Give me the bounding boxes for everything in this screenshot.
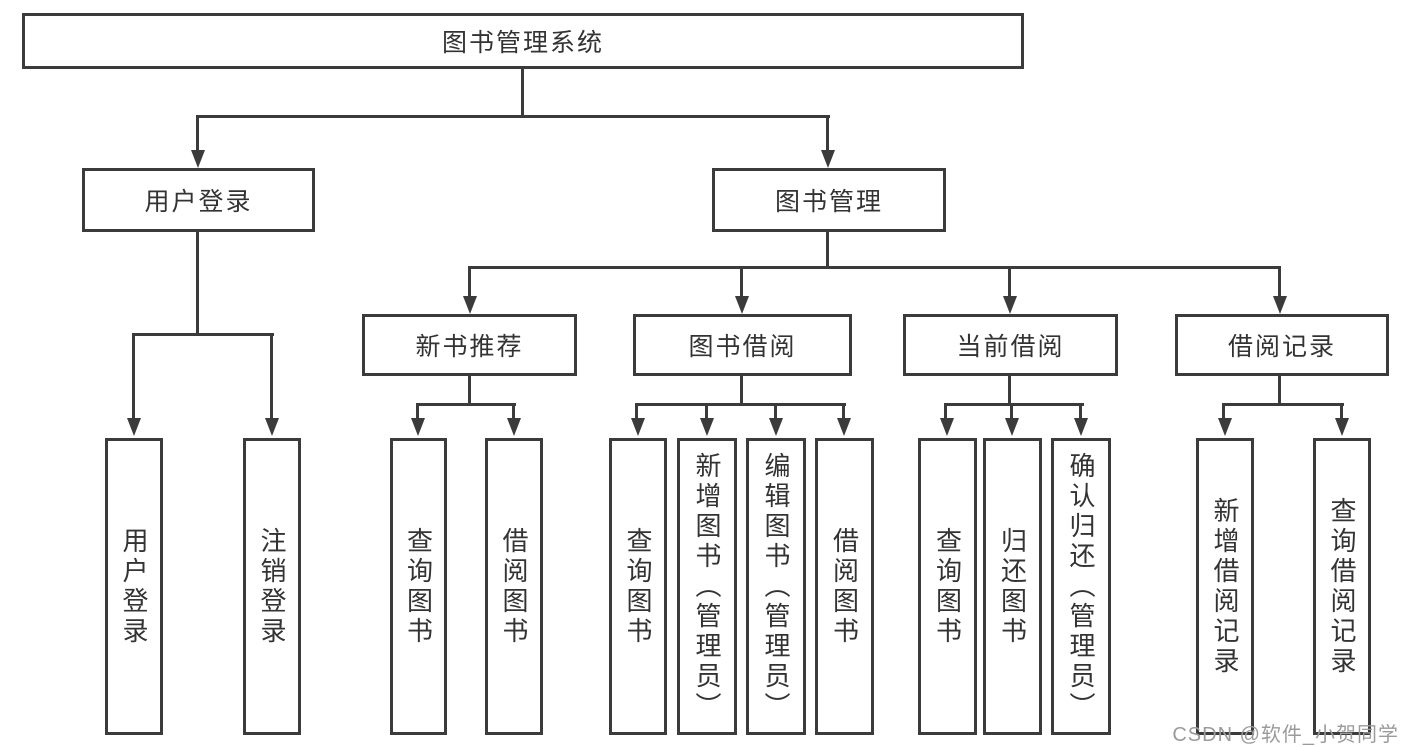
leaf-borrow-book-1: 借阅图书	[485, 438, 543, 735]
connector-v	[416, 403, 419, 418]
arrow-down-icon	[1273, 296, 1287, 314]
leaf-add-borrow-record: 新增借阅记录	[1196, 438, 1254, 735]
arrow-down-icon	[265, 418, 279, 436]
arrow-down-icon	[463, 296, 477, 314]
connector-v	[740, 266, 743, 296]
arrow-down-icon	[411, 418, 425, 436]
arrow-down-icon	[1003, 296, 1017, 314]
leaf-borrow-book-2-label: 借阅图书	[829, 526, 860, 647]
node-borrow-records: 借阅记录	[1175, 314, 1389, 376]
connector-v	[512, 403, 515, 418]
connector-v	[196, 232, 199, 336]
leaf-add-book-label: 新增图书（管理员）	[692, 451, 722, 722]
leaf-query-book-1: 查询图书	[390, 438, 447, 735]
leaf-logout: 注销登录	[243, 438, 301, 735]
leaf-query-borrow-record: 查询借阅记录	[1313, 438, 1371, 735]
arrow-down-icon	[191, 150, 205, 168]
arrow-down-icon	[821, 150, 835, 168]
connector-v	[1278, 266, 1281, 296]
leaf-query-book-3: 查询图书	[918, 438, 977, 735]
connector-v	[1222, 403, 1225, 418]
leaf-return-book: 归还图书	[983, 438, 1042, 735]
connector-v	[1278, 376, 1281, 406]
leaf-query-borrow-record-label: 查询借阅记录	[1327, 496, 1357, 677]
node-book-mgmt: 图书管理	[712, 168, 946, 232]
node-current-borrow: 当前借阅	[903, 314, 1118, 376]
connector-v	[1010, 403, 1013, 418]
connector-v	[1008, 376, 1011, 406]
node-user-login-label: 用户登录	[144, 188, 253, 216]
node-book-mgmt-label: 图书管理	[774, 188, 883, 216]
connector-v	[842, 403, 845, 418]
leaf-borrow-book-1-label: 借阅图书	[499, 526, 529, 647]
connector-h	[635, 403, 846, 406]
leaf-query-book-3-label: 查询图书	[932, 526, 963, 647]
watermark: CSDN @软件_小贺同学	[1172, 724, 1399, 746]
leaf-add-book: 新增图书（管理员）	[677, 438, 737, 735]
arrow-down-icon	[735, 296, 749, 314]
node-current-borrow-label: 当前借阅	[956, 333, 1065, 361]
leaf-confirm-return-label: 确认归还（管理员）	[1066, 451, 1096, 722]
leaf-edit-book: 编辑图书（管理员）	[746, 438, 806, 735]
connector-v	[1008, 266, 1011, 296]
connector-h	[416, 403, 516, 406]
arrow-down-icon	[507, 418, 521, 436]
node-root-label: 图书管理系统	[441, 29, 604, 57]
arrow-down-icon	[1335, 418, 1349, 436]
leaf-confirm-return: 确认归还（管理员）	[1051, 438, 1111, 735]
leaf-user-login-label: 用户登录	[119, 526, 149, 647]
connector-h	[196, 115, 830, 118]
node-root: 图书管理系统	[22, 13, 1024, 69]
connector-v	[521, 69, 524, 117]
connector-v	[132, 333, 135, 418]
connector-v	[635, 403, 638, 418]
connector-v	[944, 403, 947, 418]
arrow-down-icon	[631, 418, 645, 436]
connector-v	[1079, 403, 1082, 418]
arrow-down-icon	[700, 418, 714, 436]
arrow-down-icon	[769, 418, 783, 436]
connector-v	[826, 232, 829, 269]
connector-v	[1340, 403, 1343, 418]
leaf-user-login: 用户登录	[105, 438, 163, 735]
node-book-borrow-label: 图书借阅	[688, 333, 797, 361]
leaf-logout-label: 注销登录	[257, 526, 287, 647]
connector-v	[468, 376, 471, 406]
leaf-return-book-label: 归还图书	[997, 526, 1028, 647]
arrow-down-icon	[837, 418, 851, 436]
connector-v	[196, 115, 199, 151]
leaf-borrow-book-2: 借阅图书	[815, 438, 874, 735]
connector-v	[468, 266, 471, 296]
arrow-down-icon	[940, 418, 954, 436]
connector-v	[826, 115, 829, 151]
leaf-query-book-2: 查询图书	[609, 438, 667, 735]
arrow-down-icon	[127, 418, 141, 436]
connector-v	[705, 403, 708, 418]
node-book-borrow: 图书借阅	[633, 314, 852, 376]
connector-v	[740, 376, 743, 406]
arrow-down-icon	[1218, 418, 1232, 436]
connector-h	[468, 266, 1281, 269]
connector-h	[132, 333, 274, 336]
leaf-query-book-1-label: 查询图书	[403, 526, 434, 647]
leaf-edit-book-label: 编辑图书（管理员）	[761, 451, 791, 722]
connector-h	[1222, 403, 1344, 406]
connector-h	[944, 403, 1084, 406]
connector-v	[774, 403, 777, 418]
leaf-query-book-2-label: 查询图书	[623, 526, 653, 647]
node-user-login: 用户登录	[82, 168, 315, 232]
node-borrow-records-label: 借阅记录	[1227, 333, 1336, 361]
arrow-down-icon	[1074, 418, 1088, 436]
node-new-book-rec-label: 新书推荐	[415, 333, 524, 361]
leaf-add-borrow-record-label: 新增借阅记录	[1210, 496, 1240, 677]
arrow-down-icon	[1005, 418, 1019, 436]
node-new-book-rec: 新书推荐	[362, 314, 577, 376]
connector-v	[270, 333, 273, 418]
